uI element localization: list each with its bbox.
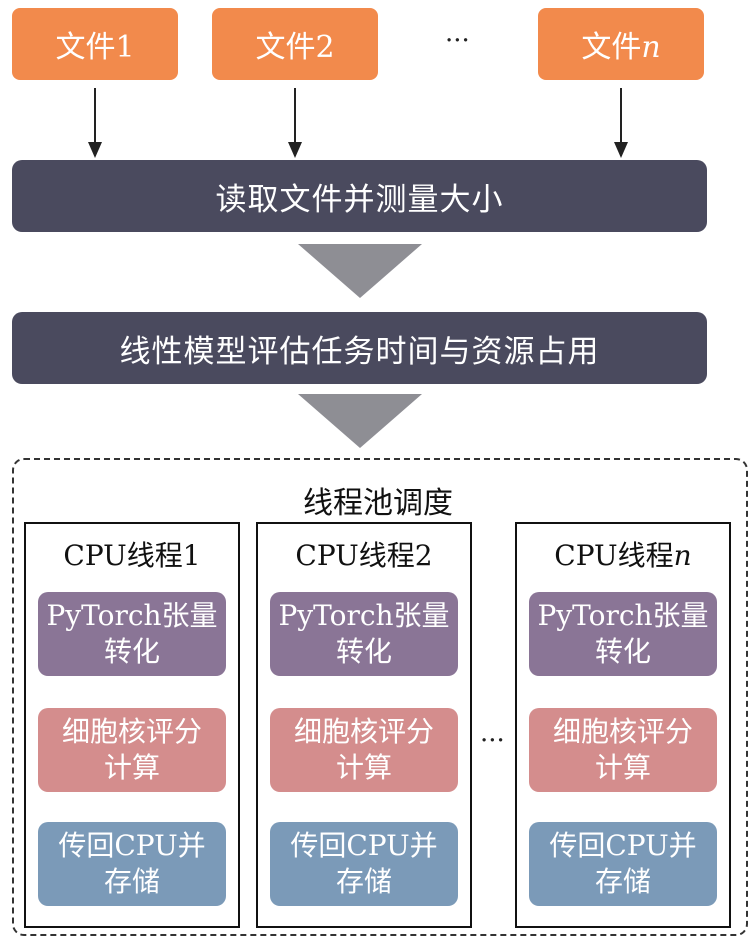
thread-pool-container (12, 458, 748, 936)
arrow-file-n (614, 88, 628, 158)
file-n-box: 文件n (538, 8, 704, 80)
down-triangle-1 (298, 244, 422, 298)
arrow-file-1 (88, 88, 102, 158)
return-store-step: 传回CPU并存储 (270, 822, 458, 906)
cpu-thread-1: CPU线程1 PyTorch张量转化 细胞核评分计算 传回CPU并存储 (24, 522, 240, 928)
file-2-label: 文件2 (255, 30, 335, 65)
file-n-label: 文件n (581, 30, 661, 65)
return-store-step: 传回CPU并存储 (529, 822, 717, 906)
files-ellipsis: ··· (445, 26, 470, 56)
cpu-thread-2-title: CPU线程2 (295, 539, 433, 572)
read-files-bar: 读取文件并测量大小 (12, 160, 707, 232)
down-triangle-2 (298, 394, 422, 448)
tensor-convert-step: PyTorch张量转化 (529, 592, 717, 676)
tensor-convert-step: PyTorch张量转化 (270, 592, 458, 676)
nucleus-score-step: 细胞核评分计算 (38, 708, 226, 792)
cpu-thread-2: CPU线程2 PyTorch张量转化 细胞核评分计算 传回CPU并存储 (256, 522, 472, 928)
thread-pool-title: 线程池调度 (303, 486, 453, 521)
tensor-convert-step: PyTorch张量转化 (38, 592, 226, 676)
cpu-thread-n-title: CPU线程n (554, 539, 692, 572)
cpu-thread-1-title: CPU线程1 (63, 539, 201, 572)
return-store-step: 传回CPU并存储 (38, 822, 226, 906)
file-1-box: 文件1 (12, 8, 178, 80)
cpu-thread-n: CPU线程n PyTorch张量转化 细胞核评分计算 传回CPU并存储 (515, 522, 731, 928)
model-estimate-bar: 线性模型评估任务时间与资源占用 (12, 312, 707, 384)
nucleus-score-step: 细胞核评分计算 (270, 708, 458, 792)
threads-ellipsis: ··· (480, 726, 505, 756)
file-1-label: 文件1 (55, 30, 135, 65)
arrow-file-2 (288, 88, 302, 158)
nucleus-score-step: 细胞核评分计算 (529, 708, 717, 792)
file-2-box: 文件2 (212, 8, 378, 80)
